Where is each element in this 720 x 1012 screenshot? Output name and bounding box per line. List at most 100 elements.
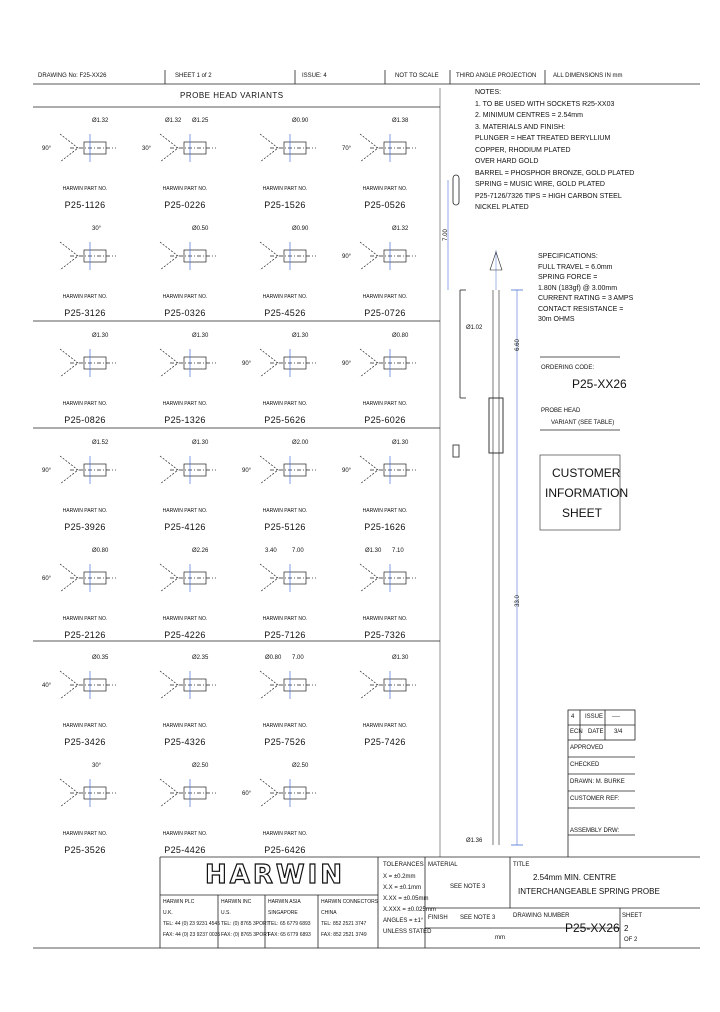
tolerance-line: X.XXX = ±0.025mm (383, 907, 436, 913)
variant-dimension: Ø1.38 (392, 118, 409, 124)
variant-part-label: HARWIN PART NO. (362, 294, 408, 300)
variant-part-label: HARWIN PART NO. (262, 616, 308, 622)
variant-part-label: HARWIN PART NO. (262, 401, 308, 407)
variant-part-number: P25-0526 (364, 200, 406, 210)
probe-head-drawing (159, 241, 216, 271)
variant-part-number: P25-3126 (64, 308, 106, 318)
issue-header: ISSUE: 4 (302, 73, 327, 79)
probe-head-drawing (259, 563, 316, 593)
spec-line: SPECIFICATIONS: (538, 253, 598, 260)
variant-dimension: Ø1.25 (192, 118, 209, 124)
variant-dimension: 30° (142, 146, 152, 152)
spec-line: SPRING FORCE = (538, 274, 598, 281)
office-loc: CHINA (321, 910, 337, 916)
signoff-approved: APPROVED (570, 745, 604, 751)
spec-line: 30m OHMS (538, 316, 575, 323)
scale-header: NOT TO SCALE (395, 73, 439, 79)
variant-dimension: 70° (342, 146, 352, 152)
note-line: COPPER, RHODIUM PLATED (475, 146, 571, 154)
probe-head-drawing (259, 670, 316, 700)
variant-dimension: 90° (42, 146, 52, 152)
spec-line: CURRENT RATING = 3 AMPS (538, 295, 634, 302)
probe-head-drawing (59, 241, 116, 271)
note-line: BARREL = PHOSPHOR BRONZE, GOLD PLATED (475, 169, 635, 177)
probe-head-drawing (359, 348, 416, 378)
variant-part-number: P25-3526 (64, 845, 106, 855)
variant-dimension: 40° (42, 683, 52, 689)
signoff-checked: CHECKED (570, 762, 600, 768)
variant-dimension: 30° (92, 226, 102, 232)
variant-dimension: Ø1.32 (165, 118, 182, 124)
rev-issue-val: ---- (612, 714, 620, 720)
variant-dimension: Ø0.80 (392, 333, 409, 339)
note-line: OVER HARD GOLD (475, 158, 539, 165)
variant-dimension: Ø0.90 (292, 118, 309, 124)
note-line: P25-7126/7326 TIPS = HIGH CARBON STEEL (475, 192, 622, 200)
rev-ecn: ECN (570, 729, 583, 735)
variant-dimension: Ø1.32 (92, 118, 109, 124)
office-name: HARWIN PLC (163, 899, 195, 905)
variant-dimension: Ø0.90 (292, 226, 309, 232)
variant-part-number: P25-0726 (364, 308, 406, 318)
customer-title-line1: CUSTOMER (552, 466, 621, 480)
probe-head-drawing (59, 348, 116, 378)
office-loc: U.K. (163, 910, 173, 916)
probe-dim-plunger: 6.60 (514, 339, 521, 351)
probe-head-drawing (159, 778, 216, 808)
variant-part-label: HARWIN PART NO. (362, 616, 408, 622)
variant-dimension: 60° (242, 791, 252, 797)
note-line: PLUNGER = HEAT TREATED BERYLLIUM (475, 135, 611, 142)
spec-line: FULL TRAVEL = 6.0mm (538, 263, 613, 271)
rev-date: DATE (588, 729, 604, 735)
harwin-logo: HARWIN (204, 859, 346, 890)
variant-part-label: HARWIN PART NO. (62, 186, 108, 192)
probe-dim-barrel: Ø1.36 (466, 838, 483, 844)
variant-dimension: Ø0.80 (265, 655, 282, 661)
variant-part-label: HARWIN PART NO. (162, 294, 208, 300)
variant-part-label: HARWIN PART NO. (162, 831, 208, 837)
variant-part-number: P25-7526 (264, 737, 306, 747)
variant-part-number: P25-2126 (64, 630, 106, 640)
variant-dimension: 90° (342, 254, 352, 260)
probe-head-drawing (59, 563, 116, 593)
signoff-drawn: DRAWN: M. BURKE (570, 779, 625, 785)
probe-dim-diameter: Ø1.02 (466, 325, 483, 331)
probe-head-drawing (359, 670, 416, 700)
variant-part-label: HARWIN PART NO. (62, 723, 108, 729)
variant-part-label: HARWIN PART NO. (262, 294, 308, 300)
units-value: mm (495, 935, 505, 941)
tolerance-line: ANGLES = ±1° (383, 918, 424, 924)
variant-part-label: HARWIN PART NO. (62, 508, 108, 514)
probe-head-drawing (59, 133, 116, 163)
signoff-assembly: ASSEMBLY DRW: (570, 828, 620, 834)
material-label: MATERIAL (428, 862, 458, 868)
variant-part-number: P25-4426 (164, 845, 206, 855)
variant-dimension: 90° (42, 468, 52, 474)
variant-dimension: 90° (342, 361, 352, 367)
rev-date-val: 3/4 (614, 729, 623, 735)
title-line1: 2.54mm MIN. CENTRE (533, 873, 617, 882)
variant-dimension: 7.00 (292, 548, 304, 554)
variant-part-number: P25-1326 (164, 415, 206, 425)
variant-part-number: P25-1626 (364, 522, 406, 532)
drawing-number-header: DRAWING No: F25-XX26 (38, 73, 107, 79)
variant-dimension: Ø1.30 (292, 333, 309, 339)
variant-part-label: HARWIN PART NO. (362, 723, 408, 729)
variant-part-number: P25-1526 (264, 200, 306, 210)
note-line: SPRING = MUSIC WIRE, GOLD PLATED (475, 181, 605, 188)
office-name: HARWIN CONNECTORS (321, 899, 379, 905)
variant-dimension: Ø1.30 (92, 333, 109, 339)
variant-part-number: P25-4126 (164, 522, 206, 532)
variant-dimension: Ø0.35 (92, 655, 109, 661)
office-tel: TEL: 65 6779 6893 (268, 921, 311, 927)
spec-line: 1.80N (183gf) @ 3.00mm (538, 284, 618, 292)
probe-head-drawing (259, 133, 316, 163)
probe-head-drawing (259, 348, 316, 378)
variant-part-label: HARWIN PART NO. (162, 723, 208, 729)
tolerances-label: TOLERANCES (383, 862, 424, 868)
variant-part-number: P25-6426 (264, 845, 306, 855)
drawing-number: P25-XX26 (565, 921, 620, 935)
note-line: NICKEL PLATED (475, 204, 529, 211)
variant-part-label: HARWIN PART NO. (62, 401, 108, 407)
variant-dimension: 60° (42, 576, 52, 582)
